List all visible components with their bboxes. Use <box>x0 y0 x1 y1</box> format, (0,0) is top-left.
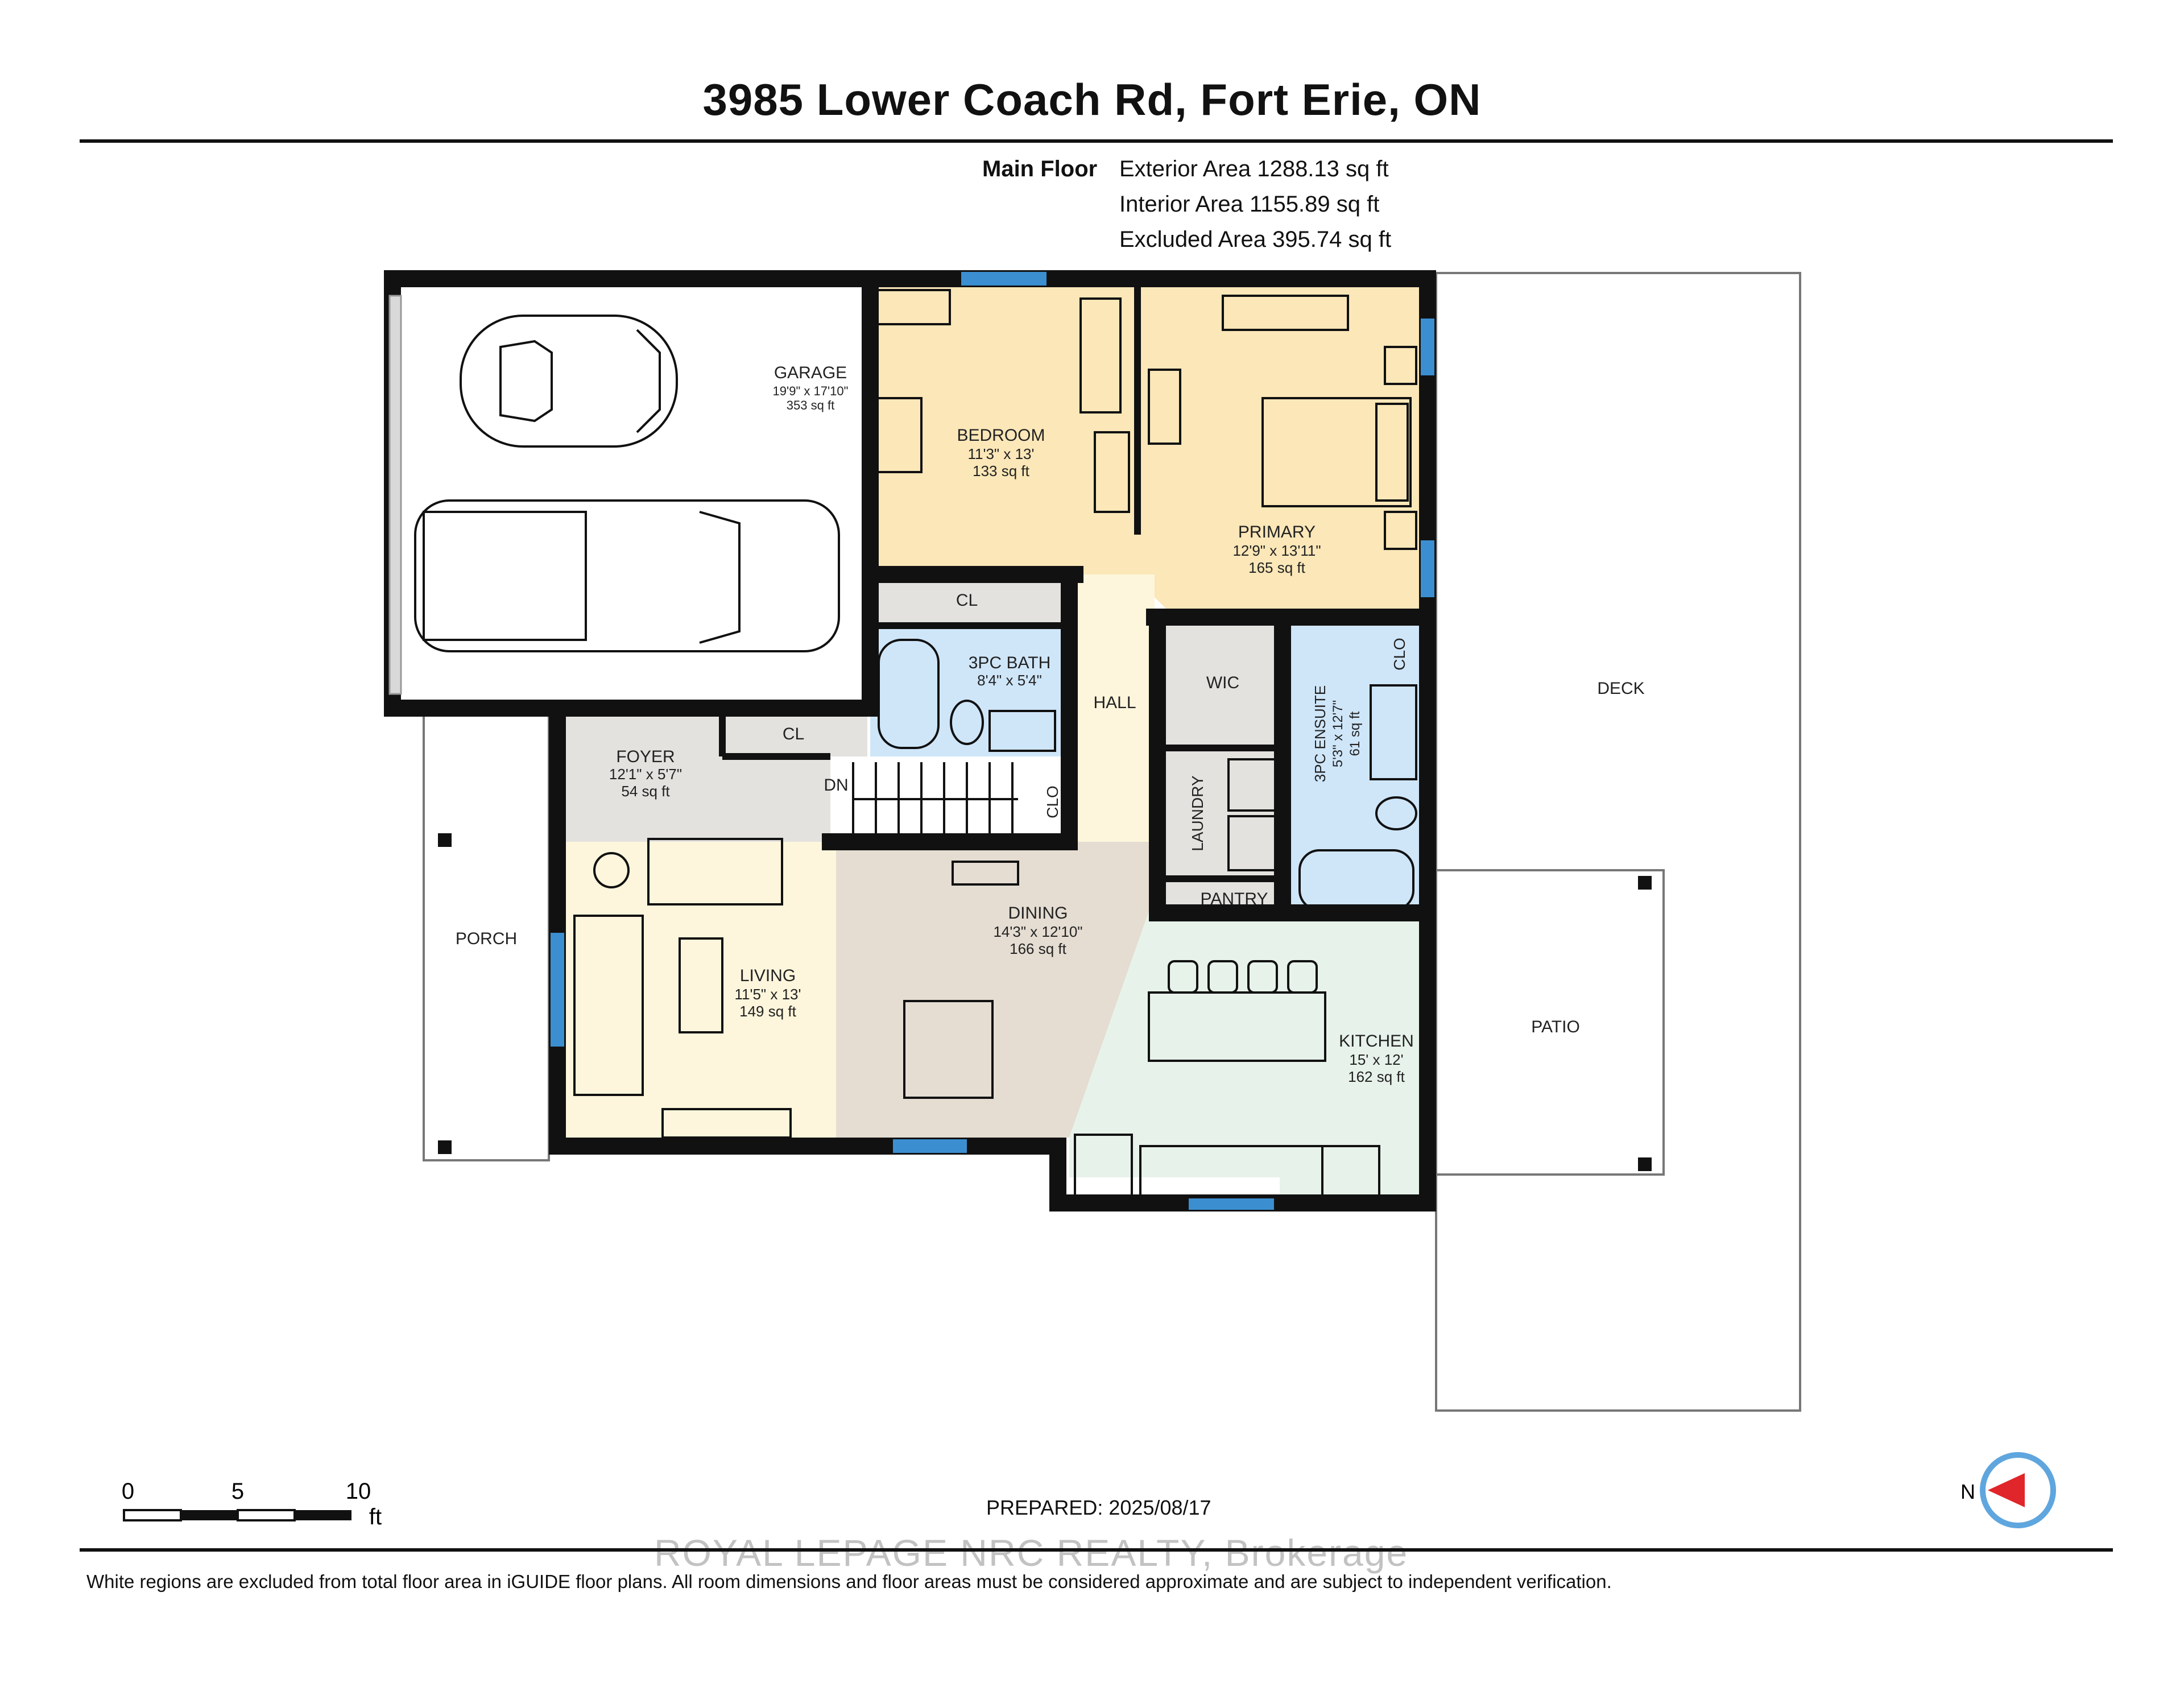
garage-dims: 19'9" x 17'10" <box>773 384 849 398</box>
bath-room <box>870 626 1066 756</box>
ensuite-area: 61 sq ft <box>1347 711 1363 756</box>
bathtub-icon <box>878 639 940 749</box>
sofa-icon <box>573 915 644 1096</box>
compass-icon: N <box>1960 1452 2056 1528</box>
bedroom-area: 133 sq ft <box>973 462 1030 479</box>
primary-area: 165 sq ft <box>1248 559 1306 576</box>
patio-area <box>1435 869 1665 1176</box>
exterior-area: Exterior Area 1288.13 sq ft <box>1119 156 1389 181</box>
cl1-label: CL <box>956 591 978 610</box>
ensuite-dims: 5'3" x 12'7" <box>1330 700 1346 767</box>
thin-walls <box>719 284 1283 882</box>
deck-area <box>1435 272 1801 1412</box>
loveseat-icon <box>647 838 783 905</box>
interior-area: Interior Area 1155.89 sq ft <box>1119 192 1380 217</box>
sink-icon <box>988 710 1056 752</box>
furniture <box>573 289 1417 1198</box>
dining-dims: 14'3" x 12'10" <box>993 923 1082 940</box>
toilet-icon <box>950 700 984 745</box>
island-icon <box>1148 991 1326 1062</box>
footer-divider <box>80 1548 2113 1552</box>
foyer-area: 54 sq ft <box>621 783 670 800</box>
kitchen-name: KITCHEN <box>1339 1032 1414 1051</box>
compass-letter: N <box>1960 1480 1975 1503</box>
laundry-label: LAUNDRY <box>1189 775 1206 851</box>
patio-label: PATIO <box>1531 1018 1580 1036</box>
garage-door <box>388 295 402 695</box>
dining-name: DINING <box>1008 904 1068 923</box>
living-name: LIVING <box>740 966 796 985</box>
room-labels: GARAGE 19'9" x 17'10" 353 sq ft BEDROOM … <box>456 363 1645 1085</box>
primary-name: PRIMARY <box>1238 523 1316 541</box>
watermark: ROYAL LEPAGE NRC REALTY, Brokerage <box>654 1532 1409 1574</box>
bathtub2-icon <box>1298 849 1414 911</box>
bedroom-dims: 11'3" x 13' <box>968 445 1035 462</box>
garage-room <box>392 279 873 708</box>
foyer-dims: 12'1" x 5'7" <box>609 766 682 783</box>
stairs <box>852 762 1018 839</box>
prepared-date: PREPARED: 2025/08/17 <box>986 1496 1211 1519</box>
ensuite-room <box>1283 617 1425 913</box>
dining-area: 166 sq ft <box>1010 940 1067 957</box>
primary-dims: 12'9" x 13'11" <box>1232 542 1321 559</box>
laundry-room <box>1157 748 1283 879</box>
wic-label: WIC <box>1206 673 1239 692</box>
porch-label: PORCH <box>456 929 517 948</box>
living-room <box>560 842 836 1138</box>
title-divider <box>80 139 2113 143</box>
dining-room <box>836 842 1157 1138</box>
stair-area <box>830 756 1035 847</box>
cl2-label: CL <box>783 725 804 743</box>
hall-label: HALL <box>1093 693 1136 712</box>
post-markers <box>438 833 1652 1171</box>
bedroom-name: BEDROOM <box>957 426 1045 445</box>
deck-label: DECK <box>1597 679 1644 698</box>
bed-icon <box>1261 397 1412 507</box>
excluded-area: Excluded Area 395.74 sq ft <box>1119 227 1392 252</box>
pantry-label: PANTRY <box>1201 890 1268 908</box>
living-area: 149 sq ft <box>739 1003 797 1020</box>
bath-dims: 8'4" x 5'4" <box>977 672 1042 689</box>
hall-room <box>1066 574 1155 842</box>
truck-icon <box>414 499 840 652</box>
primary-room <box>1126 284 1425 617</box>
kitchen-area: 162 sq ft <box>1348 1068 1405 1085</box>
kitchen-room <box>1069 887 1425 1203</box>
wic-room <box>1157 617 1283 748</box>
garage-area: 353 sq ft <box>787 398 834 412</box>
clo2-label: CLO <box>1391 638 1408 671</box>
kitchen-dims: 15' x 12' <box>1349 1051 1403 1068</box>
garage-name: GARAGE <box>774 363 847 382</box>
bath-name: 3PC BATH <box>969 654 1050 672</box>
scale-tick-0: 0 <box>122 1479 134 1504</box>
car-icon <box>460 315 678 448</box>
scale-bar: 0 5 10 ft <box>122 1479 382 1529</box>
ensuite-name: 3PC ENSUITE <box>1312 685 1329 783</box>
porch-area <box>423 713 550 1161</box>
bedroom-room <box>870 284 1138 574</box>
page-title: 3985 Lower Coach Rd, Fort Erie, ON <box>702 75 1482 125</box>
foyer-name: FOYER <box>616 747 675 766</box>
dining-table-icon <box>903 1000 994 1099</box>
clo1-label: CLO <box>1044 785 1061 818</box>
stove-icon <box>1321 1145 1380 1198</box>
scale-unit: ft <box>369 1504 382 1529</box>
scale-tick-10: 10 <box>346 1479 371 1504</box>
scale-tick-5: 5 <box>231 1479 244 1504</box>
floor-name: Main Floor <box>982 156 1098 181</box>
closet-cl2 <box>722 711 862 756</box>
disclaimer: White regions are excluded from total fl… <box>86 1571 1612 1592</box>
living-dims: 11'5" x 13' <box>735 986 801 1003</box>
dn-label: DN <box>824 776 848 795</box>
